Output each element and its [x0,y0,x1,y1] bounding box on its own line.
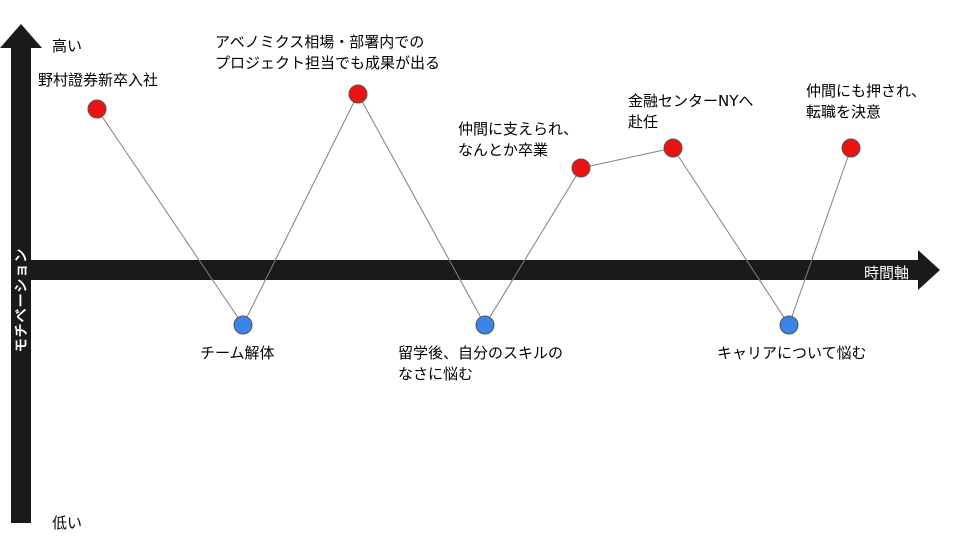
connector-line [672,147,790,326]
high-point [571,158,591,178]
low-point [233,315,253,335]
data-points [87,84,861,335]
high-point [841,138,861,158]
point-label: アベノミクス相場・部署内でのプロジェクト担当でも成果が出る [215,33,441,72]
y-low-label: 低い [52,514,83,532]
point-label: 仲間にも押され、転職を決意 [806,82,927,121]
high-point [87,99,107,119]
y-axis-arrow [0,24,42,523]
y-high-label: 高い [52,37,83,55]
connector-line [484,167,582,326]
connector-line [580,147,674,169]
point-label: 仲間に支えられ、なんとか卒業 [458,120,579,159]
point-label: 金融センターNYへ赴任 [628,92,754,131]
x-axis-label: 時間軸 [864,264,910,282]
point-label: 野村證券新卒入社 [38,71,159,89]
point-label: チーム解体 [200,344,275,362]
point-label: キャリアについて悩む [717,344,867,362]
x-axis-arrow [31,250,940,290]
low-point [779,315,799,335]
connector-line [96,108,244,326]
point-label: 留学後、自分のスキルのなさに悩む [398,344,564,383]
high-point [348,84,368,104]
connector-line [788,147,852,326]
connector-line [357,93,486,326]
high-point [663,138,683,158]
connector-line [242,93,359,326]
low-point [475,315,495,335]
connector-lines [96,93,852,326]
y-axis-label: モチベーション [14,247,30,353]
